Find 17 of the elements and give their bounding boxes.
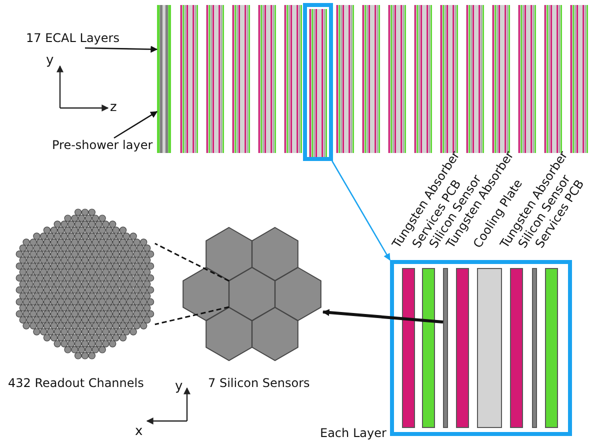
node-label: 432 Readout Channels <box>8 376 144 391</box>
layer-caption: Each Layer <box>320 426 386 441</box>
arrow <box>332 160 390 261</box>
annotation-text: Pre-shower layer <box>52 138 152 154</box>
arrow <box>114 111 158 139</box>
pre-shower-layer <box>157 5 171 153</box>
axis-label: y <box>46 53 54 68</box>
dashed-zoom-line <box>154 306 230 326</box>
axis-label: z <box>110 100 117 115</box>
axis-label: x <box>135 424 143 439</box>
arrow <box>322 309 444 324</box>
axis-label: y <box>175 379 183 394</box>
node-label: 7 Silicon Sensors <box>208 376 310 391</box>
arrow <box>84 46 158 53</box>
dashed-zoom-line <box>154 242 230 282</box>
highlight-frame <box>303 3 333 161</box>
annotation-text: 17 ECAL Layers <box>26 31 126 48</box>
